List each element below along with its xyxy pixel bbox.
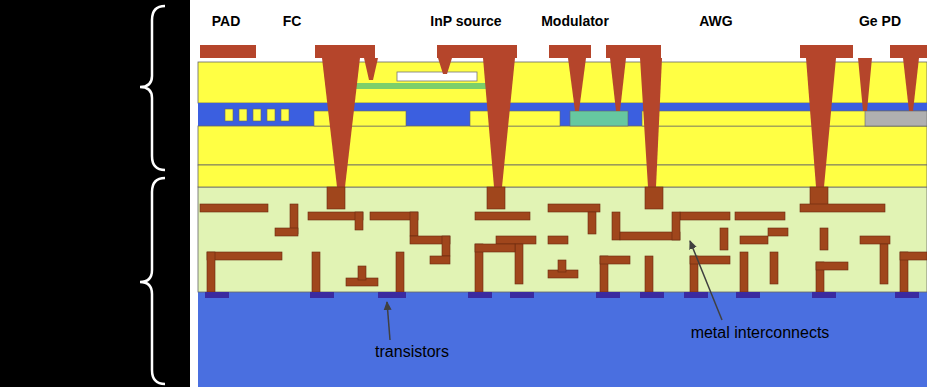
pad-label: PAD: [212, 14, 241, 28]
component-label: AWG: [699, 14, 732, 28]
brace: [140, 6, 165, 170]
waveguide: [314, 111, 406, 126]
waveguide: [470, 111, 560, 126]
leader-label: transistors: [375, 344, 449, 360]
awg-slab: [642, 111, 927, 126]
grating-coupler: [225, 109, 289, 121]
component-label: Modulator: [541, 14, 609, 28]
pad: [200, 45, 927, 58]
brace: [140, 178, 165, 384]
beol-layer: [198, 187, 927, 292]
side-band: [0, 0, 190, 387]
via: [322, 58, 919, 187]
transistor: [205, 292, 919, 298]
component-label: Ge PD: [859, 14, 901, 28]
inp-die: [397, 72, 477, 81]
fc-label: FC: [283, 14, 302, 28]
component-label: InP source: [430, 14, 501, 28]
metal-interconnect: [200, 187, 927, 292]
leader-line: [690, 241, 722, 320]
leader-line: [387, 302, 390, 340]
ge-photodiode: [865, 111, 927, 126]
leader-label: metal interconnects: [691, 325, 830, 341]
substrate: [198, 292, 927, 387]
bonding-strip: [356, 83, 490, 89]
modulator: [570, 111, 628, 126]
